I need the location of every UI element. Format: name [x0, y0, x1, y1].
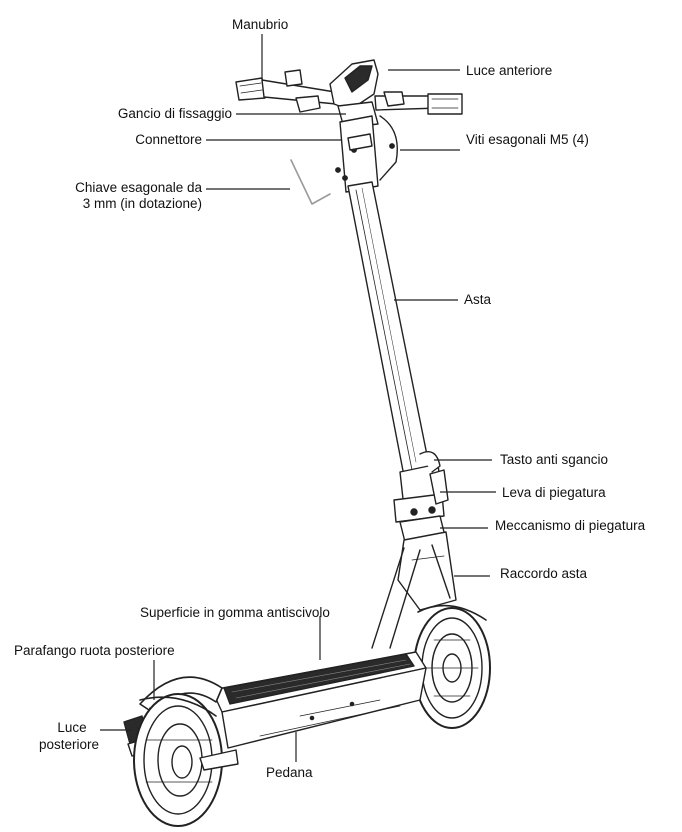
label-luce-anteriore: Luce anteriore: [466, 63, 553, 78]
label-gancio-di-fissaggio: Gancio di fissaggio: [117, 106, 232, 121]
rear-wheel: [133, 693, 239, 827]
neck: [371, 531, 457, 649]
leader-lines: [100, 34, 496, 762]
label-connettore: Connettore: [135, 132, 202, 147]
stem-upper: [335, 115, 398, 193]
deck: [211, 651, 427, 749]
label-leva-di-piegatura: Leva di piegatura: [502, 485, 606, 500]
label-pedana: Pedana: [266, 765, 313, 780]
label-meccanismo-di-piegatura: Meccanismo di piegatura: [495, 518, 646, 533]
label-manubrio: Manubrio: [232, 17, 289, 32]
pole: [347, 181, 431, 477]
hex-key: [290, 159, 331, 205]
front-wheel: [413, 604, 491, 729]
handlebar: [235, 59, 463, 129]
label-chiave-esagonale-line1: Chiave esagonale da: [75, 180, 202, 195]
label-chiave-esagonale-line2: 3 mm (in dotazione): [82, 196, 202, 211]
label-raccordo-asta: Raccordo asta: [500, 566, 588, 581]
label-viti-esagonali: Viti esagonali M5 (4): [466, 132, 589, 147]
label-superficie-antiscivolo: Superficie in gomma antiscivolo: [140, 605, 330, 620]
label-asta: Asta: [464, 292, 492, 307]
label-parafango-ruota-posteriore: Parafango ruota posteriore: [14, 643, 175, 658]
label-luce-posteriore-line2: posteriore: [38, 737, 100, 752]
folding-mechanism: [393, 451, 449, 547]
label-tasto-anti-sgancio: Tasto anti sgancio: [500, 452, 609, 467]
label-luce-posteriore-line1: Luce: [57, 720, 87, 735]
